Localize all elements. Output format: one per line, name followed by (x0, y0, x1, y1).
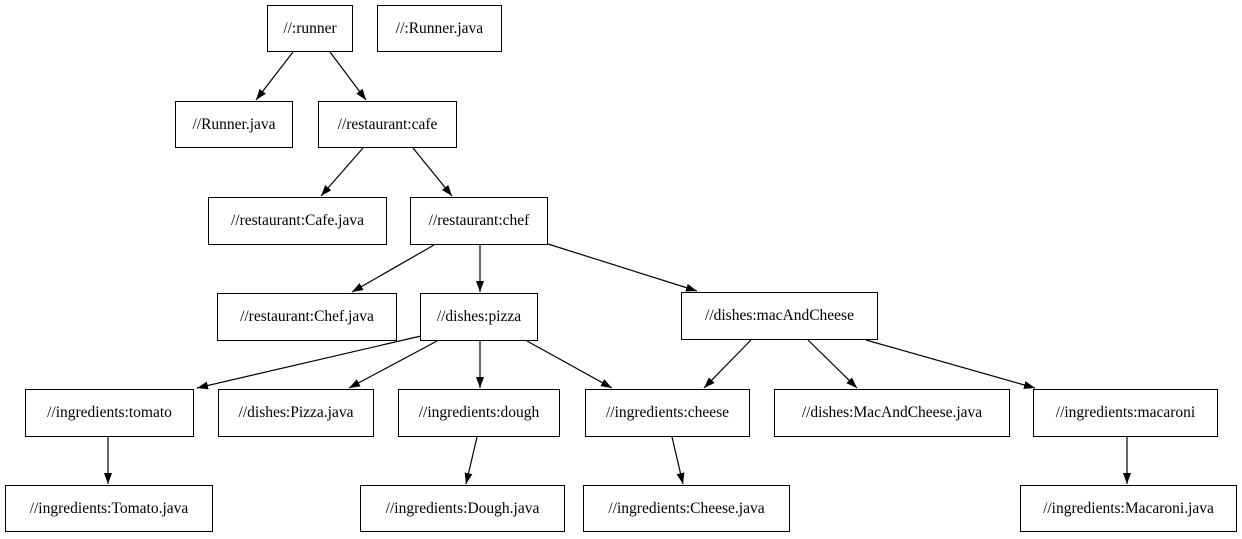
node-root-runner-java: //:Runner.java (377, 5, 502, 52)
edge-pizza-to-cheese (526, 340, 613, 389)
node-mac-and-cheese-java: //dishes:MacAndCheese.java (774, 389, 1010, 437)
node-cheese-java: //ingredients:Cheese.java (583, 485, 790, 532)
node-macaroni-java: //ingredients:Macaroni.java (1020, 485, 1237, 532)
node-cafe: //restaurant:cafe (318, 101, 457, 148)
edge-dough-to-dough-java (464, 436, 478, 485)
edge-runner-to-cafe (329, 51, 367, 101)
edge-pizza-to-tomato (196, 335, 422, 390)
edge-mac-and-cheese-to-macaroni (865, 339, 1036, 389)
edge-mac-and-cheese-to-cheese (703, 339, 752, 389)
node-chef: //restaurant:chef (410, 197, 548, 245)
edge-chef-to-mac-and-cheese (547, 243, 698, 292)
edge-cheese-to-cheese-java (671, 436, 685, 485)
node-pizza: //dishes:pizza (420, 293, 538, 341)
node-dough: //ingredients:dough (398, 389, 560, 437)
node-macaroni: //ingredients:macaroni (1033, 389, 1218, 437)
edge-pizza-to-pizza-java (348, 340, 438, 389)
node-tomato-java: //ingredients:Tomato.java (5, 485, 213, 532)
edge-cafe-to-cafe-java (320, 147, 364, 197)
edge-mac-and-cheese-to-mac-java (807, 339, 858, 389)
node-runner: //:runner (267, 5, 353, 52)
edge-chef-to-chef-java (351, 244, 435, 293)
node-tomato: //ingredients:tomato (25, 389, 194, 437)
node-mac-and-cheese: //dishes:macAndCheese (681, 292, 878, 340)
node-dough-java: //ingredients:Dough.java (360, 485, 565, 532)
node-pizza-java: //dishes:Pizza.java (218, 389, 374, 437)
node-cafe-java: //restaurant:Cafe.java (208, 197, 387, 245)
node-runner-java: //Runner.java (175, 101, 293, 148)
edge-runner-to-runner-java (255, 51, 294, 101)
edge-cafe-to-chef (412, 147, 453, 197)
node-cheese: //ingredients:cheese (585, 389, 750, 437)
node-chef-java: //restaurant:Chef.java (217, 293, 397, 341)
